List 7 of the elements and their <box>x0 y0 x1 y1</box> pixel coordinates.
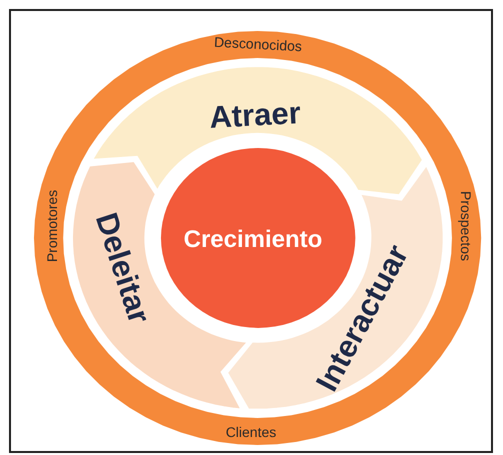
phase-label: Atraer <box>208 97 302 133</box>
stage-label: Promotores <box>44 190 59 262</box>
stage-label: Desconocidos <box>214 34 302 54</box>
center-label: Crecimiento <box>184 228 322 252</box>
stage-label: Clientes <box>226 425 276 439</box>
phase-label: Deleitar <box>90 209 156 327</box>
stage-label: Prospectos <box>458 190 473 262</box>
